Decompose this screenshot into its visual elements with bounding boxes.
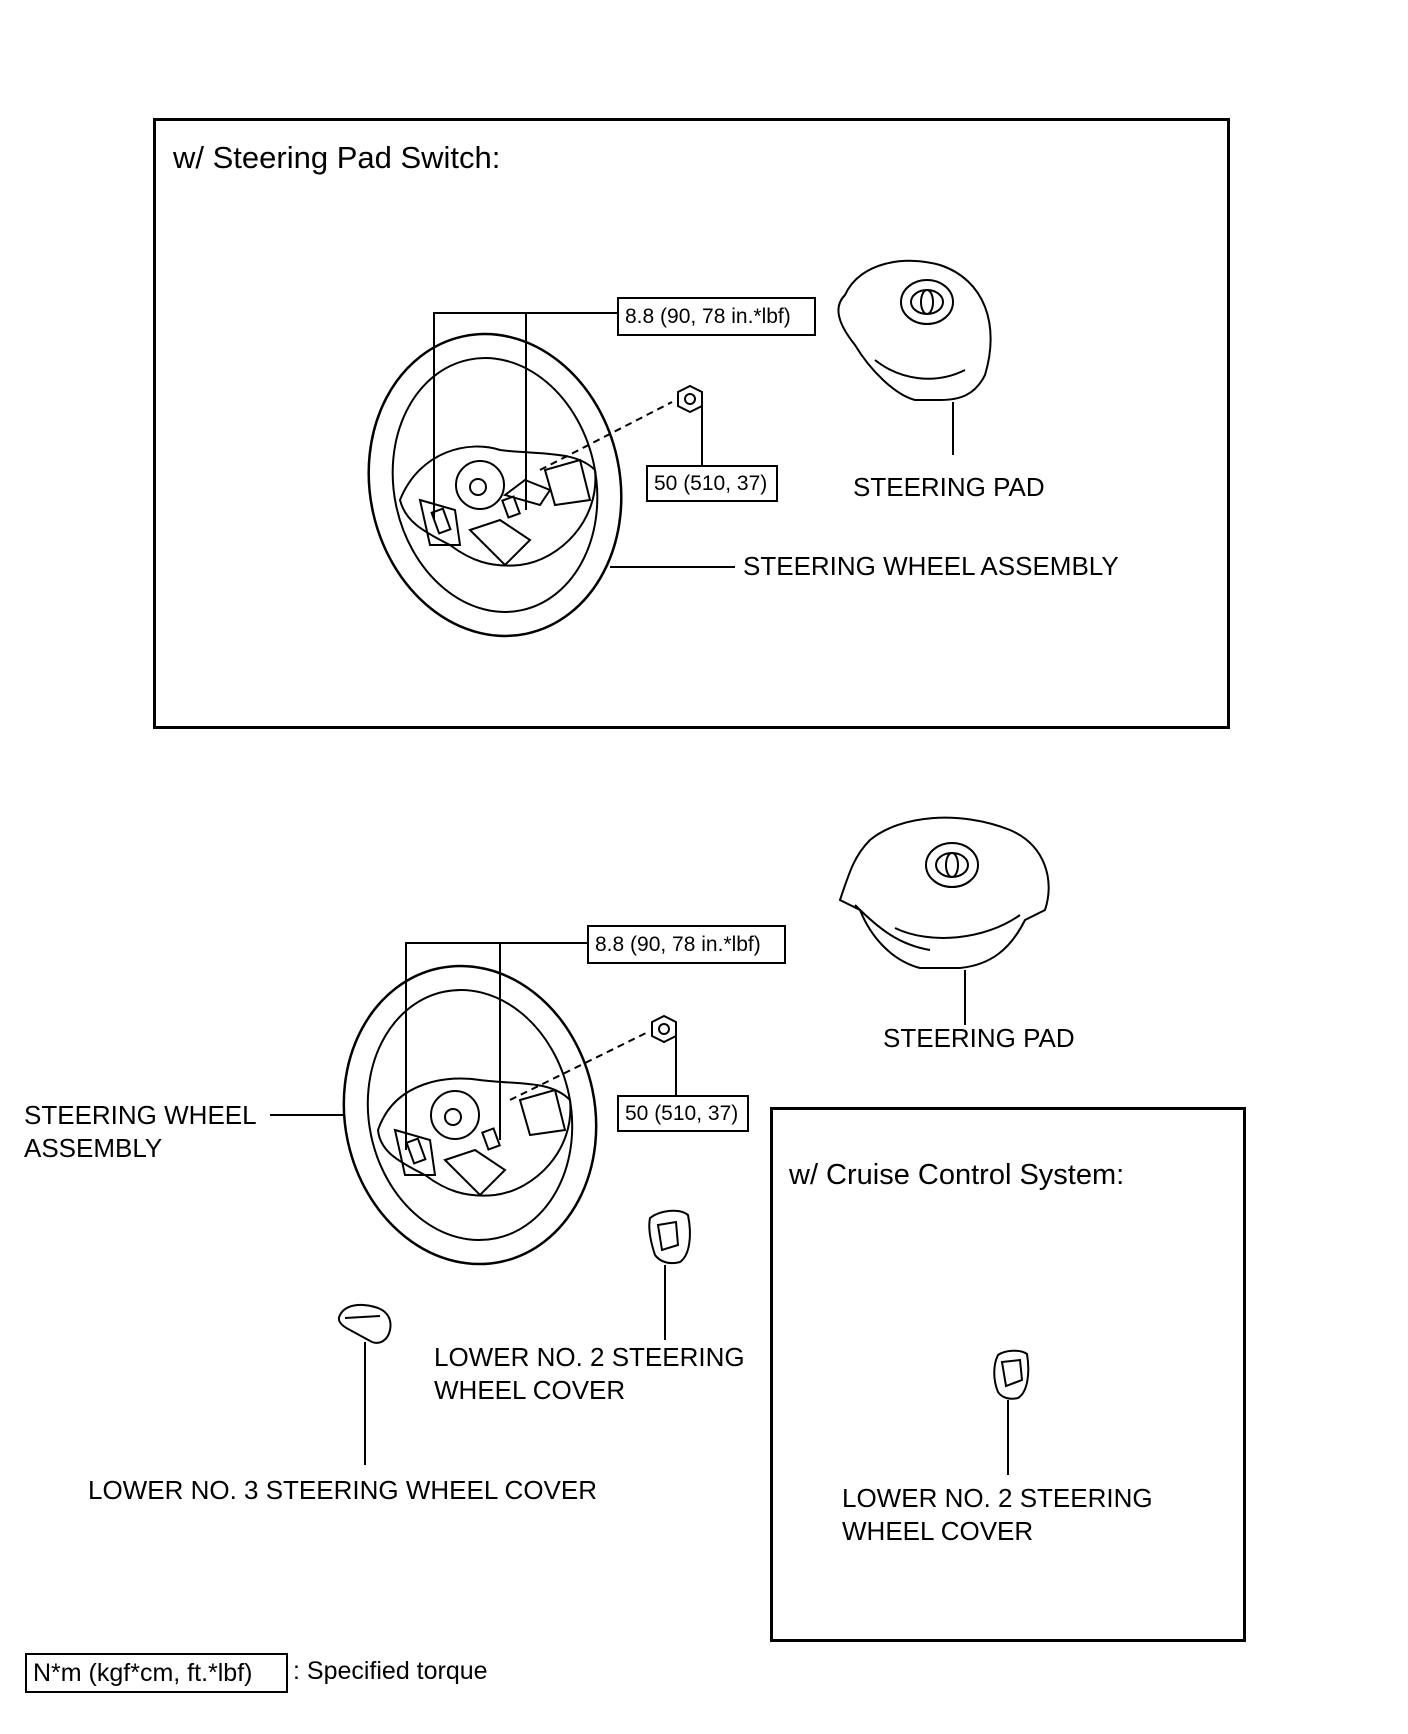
top-steering-pad-label: STEERING PAD — [853, 472, 1045, 502]
bottom-steering-wheel-label-line2: ASSEMBLY — [24, 1133, 163, 1163]
bottom-bolt-leader-left — [405, 942, 587, 1150]
cruise-lower-no2-label-line2: WHEEL COVER — [842, 1516, 1034, 1546]
lower-no3-cover-art — [337, 1303, 392, 1344]
bottom-steering-wheel-label-line1: STEERING WHEEL — [24, 1100, 257, 1130]
bottom-nut-dashed-line — [509, 1031, 649, 1101]
bottom-nut — [651, 1014, 677, 1044]
torque-units-legend-box: N*m (kgf*cm, ft.*lbf) — [25, 1653, 288, 1693]
top-nut-torque-spec: 50 (510, 37) — [646, 465, 778, 502]
top-steering-pad-art — [837, 259, 992, 401]
cruise-lower-no2-cover-art — [993, 1349, 1030, 1400]
cruise-lower-no2-label-line1: LOWER NO. 2 STEERING — [842, 1483, 1153, 1513]
lower-no2-label-line2: WHEEL COVER — [434, 1375, 626, 1405]
bottom-nut-torque-spec: 50 (510, 37) — [617, 1095, 749, 1132]
lower-no3-label: LOWER NO. 3 STEERING WHEEL COVER — [88, 1475, 598, 1505]
top-bolt-leader-left — [433, 312, 617, 520]
top-steering-wheel — [367, 332, 623, 638]
top-nut-dashed-line — [539, 401, 673, 471]
top-bolt-torque-spec: 8.8 (90, 78 in.*lbf) — [617, 297, 816, 336]
bottom-steering-pad-label: STEERING PAD — [883, 1023, 1075, 1053]
top-panel-frame — [153, 118, 1230, 729]
lower-no2-label-line1: LOWER NO. 2 STEERING — [434, 1342, 745, 1372]
bottom-bolt-torque-spec: 8.8 (90, 78 in.*lbf) — [587, 925, 786, 964]
cruise-panel-frame — [770, 1107, 1246, 1642]
cruise-panel-heading: w/ Cruise Control System: — [789, 1159, 1125, 1191]
top-steering-wheel-label: STEERING WHEEL ASSEMBLY — [743, 551, 1119, 581]
top-panel-heading: w/ Steering Pad Switch: — [173, 140, 501, 175]
torque-legend-description: : Specified torque — [293, 1657, 488, 1685]
bottom-steering-wheel — [342, 964, 598, 1266]
bottom-steering-pad-art — [838, 816, 1050, 969]
lower-no2-cover-art — [648, 1209, 691, 1265]
